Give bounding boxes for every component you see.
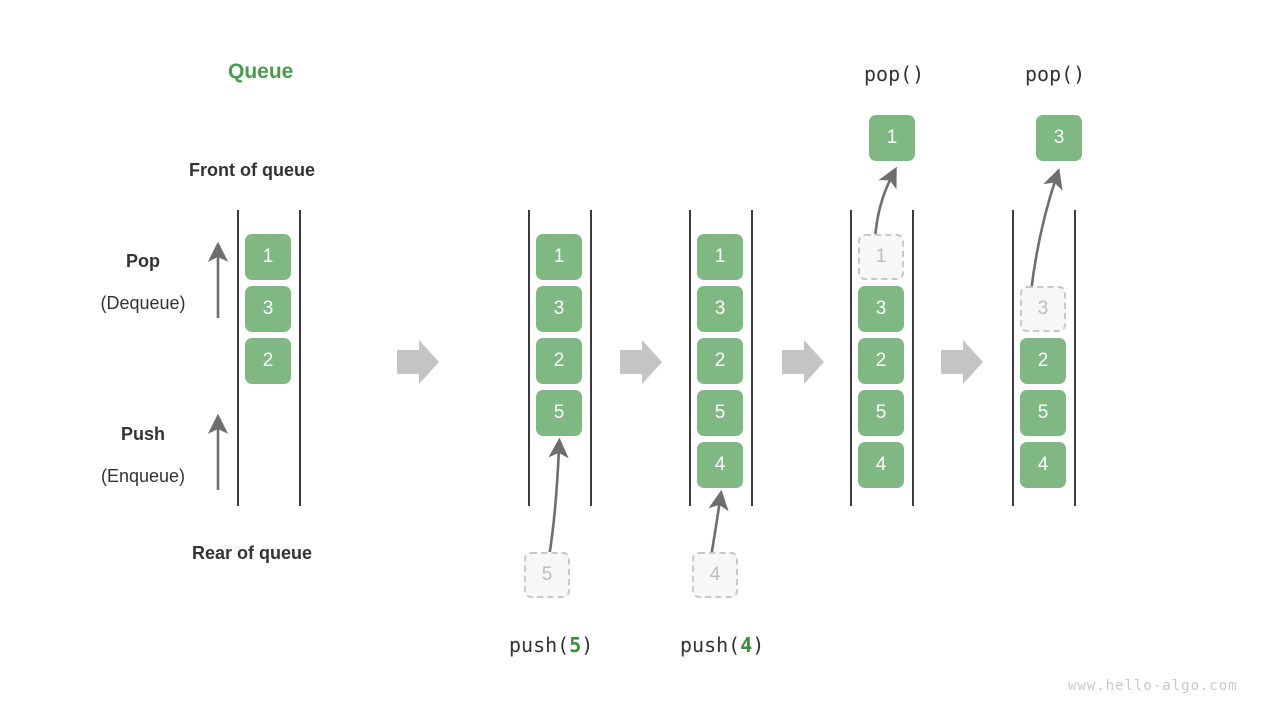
queue-element: 3 — [536, 286, 582, 332]
rear-of-queue-label: Rear of queue — [192, 543, 313, 563]
queue-element-new: 4 — [697, 442, 743, 488]
pop-3-caption: pop() — [1025, 62, 1086, 86]
pop-1-remove-arrow — [873, 166, 897, 241]
pop-label: Pop — [126, 251, 160, 271]
transition-arrow-2 — [620, 340, 662, 384]
caption-prefix: push( — [680, 633, 741, 657]
queue-rail-right — [751, 210, 753, 506]
queue-element: 5 — [1020, 390, 1066, 436]
caption-arg: 4 — [740, 633, 753, 657]
queue-element: 3 — [697, 286, 743, 332]
pop-1-caption: pop() — [864, 62, 925, 86]
push-4-caption: push(4) — [680, 633, 764, 657]
popped-element: 1 — [869, 115, 915, 161]
removed-element-slot: 1 — [858, 234, 904, 280]
queue-rail-left — [237, 210, 239, 506]
queue-element: 3 — [245, 286, 291, 332]
removed-element-slot: 3 — [1020, 286, 1066, 332]
queue-element: 4 — [858, 442, 904, 488]
queue-element: 2 — [697, 338, 743, 384]
queue-rail-right — [912, 210, 914, 506]
push-5-insert-arrow — [547, 437, 569, 558]
queue-rail-right — [299, 210, 301, 506]
queue-element: 1 — [697, 234, 743, 280]
push-5-caption: push(5) — [509, 633, 593, 657]
transition-arrow-4 — [941, 340, 983, 384]
page-title: Queue — [228, 60, 294, 83]
pending-push-element: 5 — [524, 552, 570, 598]
queue-rail-left — [528, 210, 530, 506]
queue-element: 1 — [245, 234, 291, 280]
queue-element: 2 — [536, 338, 582, 384]
front-of-queue-label: Front of queue — [189, 160, 315, 180]
push-label: Push — [120, 424, 165, 444]
queue-element: 3 — [858, 286, 904, 332]
queue-element: 4 — [1020, 442, 1066, 488]
caption-arg: 5 — [569, 633, 582, 657]
queue-element: 1 — [536, 234, 582, 280]
queue-rail-left — [1012, 210, 1014, 506]
caption-suffix: ) — [752, 633, 765, 657]
queue-element: 5 — [697, 390, 743, 436]
queue-element: 2 — [858, 338, 904, 384]
queue-rail-left — [850, 210, 852, 506]
transition-arrow-1 — [397, 340, 439, 384]
queue-element: 2 — [1020, 338, 1066, 384]
pending-push-element: 4 — [692, 552, 738, 598]
caption-suffix: ) — [581, 633, 594, 657]
pop-sublabel: (Dequeue) — [100, 293, 186, 313]
queue-rail-left — [689, 210, 691, 506]
caption-prefix: push( — [509, 633, 570, 657]
queue-rail-right — [590, 210, 592, 506]
queue-element: 2 — [245, 338, 291, 384]
pop-3-remove-arrow — [1029, 168, 1063, 293]
watermark: www.hello-algo.com — [1068, 678, 1238, 694]
queue-rail-right — [1074, 210, 1076, 506]
push-4-insert-arrow — [708, 489, 729, 558]
transition-arrow-3 — [782, 340, 824, 384]
push-sublabel: (Enqueue) — [100, 466, 186, 486]
popped-element: 3 — [1036, 115, 1082, 161]
queue-element-new: 5 — [536, 390, 582, 436]
queue-element: 5 — [858, 390, 904, 436]
